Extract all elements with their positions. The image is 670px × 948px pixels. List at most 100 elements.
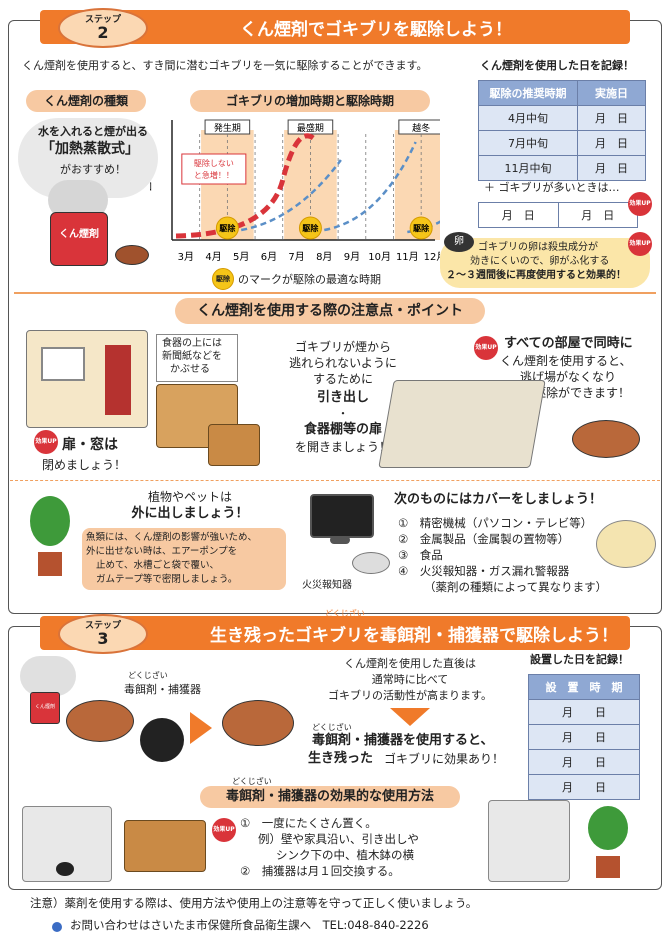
- bait-ruby: どくじざい: [128, 671, 168, 680]
- trap-placed-icon: [56, 862, 74, 876]
- type-line1: 水を入れると煙が出る: [38, 125, 148, 138]
- extra-date-field[interactable]: 月 日: [557, 202, 638, 228]
- period-label: 最盛期: [297, 122, 324, 134]
- bait-label: 毒餌剤・捕獲器: [124, 683, 201, 696]
- method-text1b: 例）壁や家具沿い、引き出しや: [258, 832, 419, 846]
- chart-title: ゴキブリの増加時期と駆除時期: [190, 90, 430, 112]
- removal-marker-label: 駆除: [218, 223, 236, 233]
- step2-title: くん煙剤でゴキブリを駆除しよう！: [240, 19, 512, 40]
- record-period: 4月中旬: [478, 105, 578, 131]
- type-name: 「加熱蒸散式」: [41, 141, 139, 157]
- detector-illustration: [352, 552, 390, 574]
- step3-badge-num: 3: [97, 629, 109, 648]
- potted-plant-leaves: [588, 806, 628, 850]
- period-label: 越冬: [412, 122, 430, 134]
- step3-can-label: くん煙剤: [34, 704, 55, 710]
- door-label: 扉・窓は: [62, 437, 118, 453]
- use-text2-b: ゴキブリに効果あり！: [384, 752, 505, 766]
- cautions-divider: [10, 480, 660, 481]
- record-date-field[interactable]: 月 日: [577, 105, 646, 131]
- marker-legend-icon: 駆除: [212, 268, 234, 290]
- method-point-badge-icon: 効果UP: [212, 818, 236, 842]
- after-text1: くん煙剤を使用した直後は: [344, 657, 476, 670]
- record-period: 7月中旬: [478, 130, 578, 156]
- record-date-field[interactable]: 月 日: [577, 155, 646, 181]
- window-icon: [41, 347, 85, 381]
- trap-illustration: [140, 718, 184, 762]
- drawer-text5: ・: [337, 407, 349, 420]
- paper-note2: 新聞紙などを: [162, 351, 222, 362]
- step3-ruby: どくじざい: [325, 609, 365, 618]
- cover-item: ② 金属製品（金属製の置物等）: [398, 532, 570, 546]
- step3-date-field[interactable]: 月 日: [528, 774, 640, 800]
- egg-text2: 効きにくいので、卵がふ化する: [470, 256, 610, 267]
- paper-note-box: [156, 334, 238, 382]
- egg-text3: ２～３週間後に再度使用すると効果的！: [446, 270, 626, 281]
- cover-item: ④ 火災報知器・ガス漏れ警報器: [398, 564, 570, 578]
- footer-note: 注意）薬剤を使用する際は、使用方法や使用上の注意等を守って正しく使いましょう。: [30, 896, 478, 910]
- smoke-can: くん煙剤: [50, 212, 108, 266]
- section-divider: [14, 292, 656, 294]
- use-text1: 毒餌剤・捕獲器を使用すると、: [312, 733, 494, 748]
- method-ruby: どくじざい: [232, 777, 272, 786]
- use-ruby: どくじざい: [312, 723, 352, 732]
- step3-date-field[interactable]: 月 日: [528, 749, 640, 775]
- fish-note: [82, 528, 286, 590]
- record-title: くん煙剤を使用した日を記録！: [480, 59, 634, 72]
- extra-date-field[interactable]: 月 日: [478, 202, 559, 228]
- annotation-text: と急増！！: [194, 170, 234, 180]
- step2-badge: ステップ 2: [58, 8, 148, 48]
- door-label2: 閉めましょう！: [42, 458, 127, 472]
- x-tick-label: 9月: [344, 251, 360, 263]
- house-illustration: [378, 380, 546, 468]
- record-header-period: 駆除の推奨時期: [478, 80, 578, 106]
- step2-badge-label: ステップ: [84, 15, 121, 25]
- removal-marker: [215, 216, 239, 240]
- removal-marker: [409, 216, 433, 240]
- growth-chart: 発生期最盛期越冬増加3月4月5月6月7月8月9月10月11月12月駆除しないと急…: [150, 119, 440, 263]
- fish-text4: ガムテープ等で密閉しましょう。: [96, 574, 238, 585]
- fish-text3: 止めて、水槽ごと袋で覆い、: [96, 560, 220, 571]
- point-badge-icon: 効果UP: [628, 192, 652, 216]
- step3-can: くん煙剤: [30, 692, 60, 724]
- method-text2: ② 捕獲器は月１回交換する。: [240, 864, 400, 878]
- paper-note3: かぶせる: [170, 364, 210, 375]
- record-header-date: 実施日: [577, 80, 646, 106]
- x-tick-label: 5月: [233, 251, 249, 263]
- step3-date-field[interactable]: 月 日: [528, 699, 640, 725]
- step2-intro: くん煙剤を使用すると、すき間に潜むゴキブリを一気に駆除することができます。: [22, 59, 428, 72]
- point-badge-text: 効果UP: [629, 200, 651, 207]
- annotation-box: [181, 153, 247, 185]
- extra-date-table: 月 日 月 日: [478, 202, 638, 228]
- arrow-down-icon: [390, 708, 430, 726]
- after-text3: ゴキブリの活動性が高まります。: [328, 689, 492, 702]
- sink-illustration: [488, 800, 570, 882]
- drawer-text2: 逃れられないように: [289, 356, 397, 370]
- type-line3: がおすすめ！: [60, 163, 126, 176]
- drawer-text3: するために: [312, 372, 373, 386]
- monitor-stand: [330, 536, 350, 544]
- x-tick-label: 4月: [205, 251, 221, 263]
- plant-illustration: [26, 496, 74, 578]
- door-point-badge-icon: 効果UP: [34, 430, 58, 454]
- drawer-illustration: [208, 424, 260, 466]
- annotation-text: 駆除しない: [194, 158, 234, 168]
- marker-legend: のマークが駆除の最適な時期: [238, 273, 381, 286]
- x-tick-label: 11月: [396, 251, 419, 263]
- cockroach-illustration: [572, 420, 640, 458]
- x-tick-label: 8月: [316, 251, 332, 263]
- step3-date-field[interactable]: 月 日: [528, 724, 640, 750]
- plant-text1: 植物やペットは: [147, 490, 232, 504]
- record-date-field[interactable]: 月 日: [577, 130, 646, 156]
- dead-cockroach-illustration: [222, 700, 294, 746]
- cover-item: ③ 食品: [398, 548, 443, 562]
- method-text1c: シンク下の中、植木鉢の横: [276, 848, 414, 862]
- step3-record-table: 設 置 時 期 月 日 月 日 月 日 月 日: [528, 674, 640, 800]
- egg-text1: ゴキブリの卵は殺虫成分が: [478, 242, 598, 253]
- types-title: くん煙剤の種類: [26, 90, 146, 112]
- egg-icon: 卵: [444, 232, 474, 252]
- step2-badge-num: 2: [97, 23, 109, 42]
- record-table: 駆除の推奨時期 実施日 4月中旬月 日 7月中旬月 日 11月中旬月 日: [478, 80, 646, 181]
- removal-marker: [298, 216, 322, 240]
- egg-note: [440, 238, 650, 288]
